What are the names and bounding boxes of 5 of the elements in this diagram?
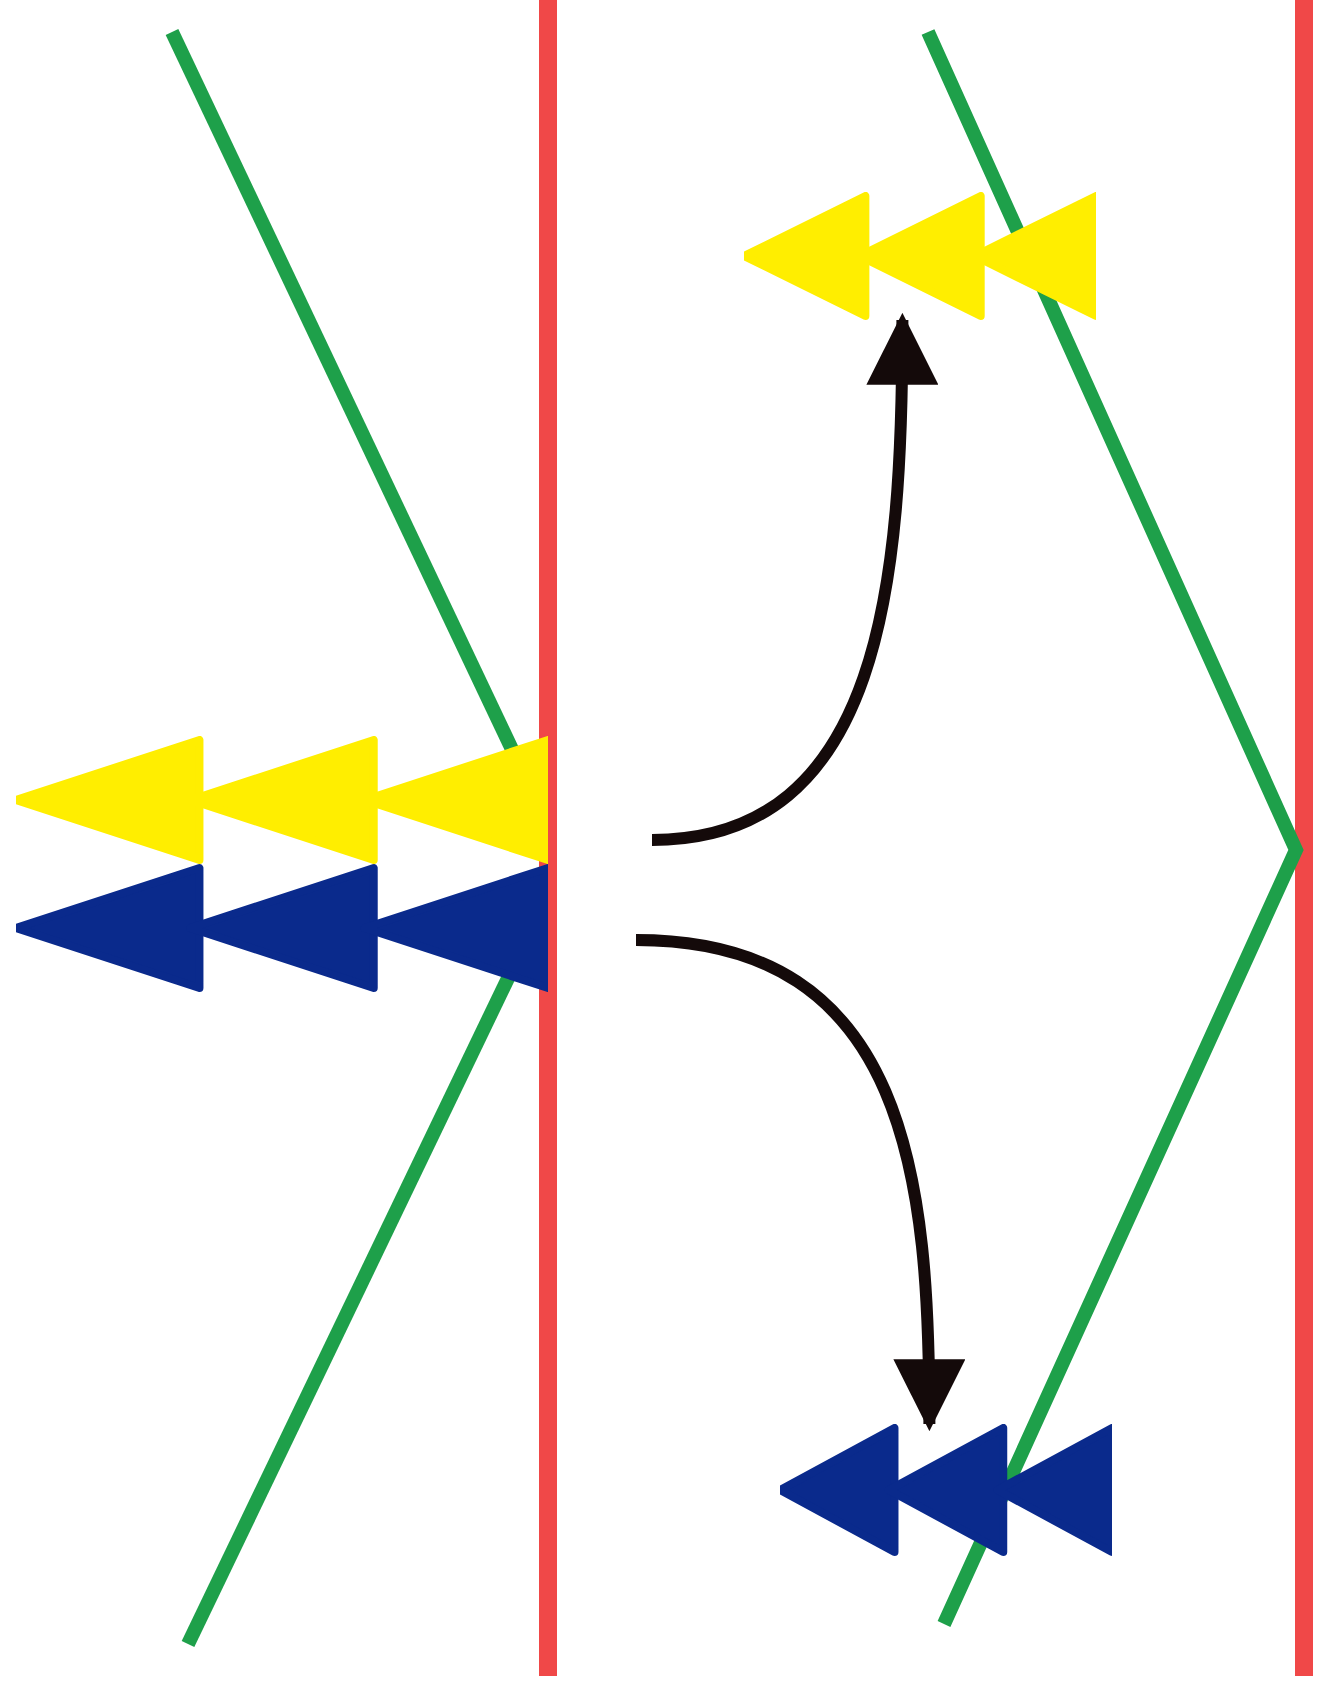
curved-arrow xyxy=(635,934,965,1432)
triangle-arrows-drawing xyxy=(16,736,548,992)
curved-arrow xyxy=(651,312,938,846)
triangle-arrows-drawing xyxy=(744,192,1096,320)
triangle-arrows-drawing xyxy=(780,1424,1112,1556)
